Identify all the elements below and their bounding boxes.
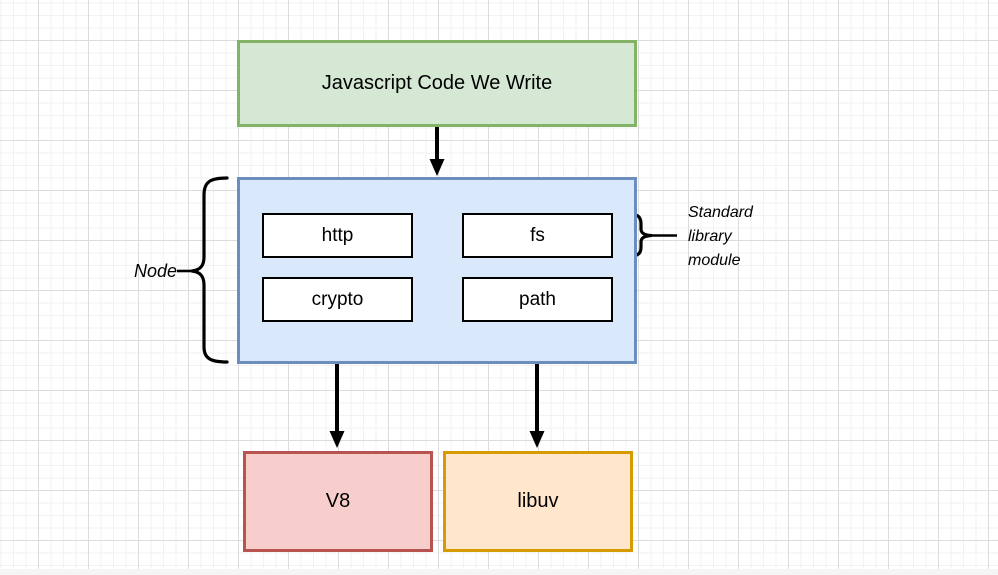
module-box-path[interactable]: path bbox=[462, 277, 613, 322]
standard-library-brace[interactable] bbox=[614, 212, 677, 258]
module-label-fs: fs bbox=[530, 224, 545, 246]
standard-library-label[interactable]: Standard library module bbox=[688, 204, 753, 269]
js-code-box[interactable]: Javascript Code We Write bbox=[237, 40, 637, 127]
v8-box[interactable]: V8 bbox=[243, 451, 433, 552]
module-box-http[interactable]: http bbox=[262, 213, 413, 258]
libuv-label: libuv bbox=[517, 490, 559, 512]
canvas-page-edge bbox=[0, 569, 998, 575]
libuv-box[interactable]: libuv bbox=[443, 451, 633, 552]
arrow-node-to-libuv[interactable] bbox=[529, 364, 545, 448]
module-label-crypto: crypto bbox=[311, 288, 364, 310]
js-code-label: Javascript Code We Write bbox=[321, 72, 553, 94]
arrow-jscode-to-node[interactable] bbox=[429, 127, 445, 176]
module-box-crypto[interactable]: crypto bbox=[262, 277, 413, 322]
module-label-http: http bbox=[321, 224, 354, 246]
module-label-path: path bbox=[519, 288, 556, 310]
arrow-node-to-v8[interactable] bbox=[329, 364, 345, 448]
node-brace[interactable] bbox=[177, 176, 229, 364]
node-container-box[interactable] bbox=[237, 177, 637, 364]
v8-label: V8 bbox=[325, 490, 351, 512]
module-box-fs[interactable]: fs bbox=[462, 213, 613, 258]
node-label[interactable]: Node bbox=[133, 261, 177, 281]
